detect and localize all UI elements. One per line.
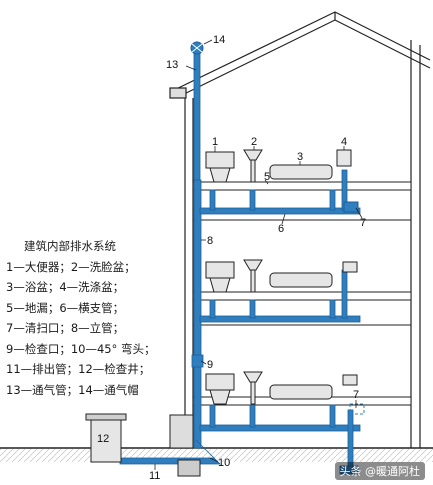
callout-1: 1 <box>212 136 218 148</box>
fixtures <box>205 149 358 405</box>
building-sewer <box>119 439 221 465</box>
legend-line: 1—大便器；2—洗脸盆； <box>6 259 136 274</box>
foundation <box>177 459 201 477</box>
callout-2: 2 <box>251 136 257 148</box>
legend-line: 13—通气管；14—通气帽 <box>6 382 139 397</box>
soil-stack <box>191 179 204 449</box>
legend-line: 3—浴盆；4—洗涤盆； <box>6 280 125 294</box>
callout-7b: 7 <box>353 389 359 401</box>
legend-title: 建筑内部排水系统 <box>24 239 116 253</box>
callout-12: 12 <box>97 433 109 445</box>
callout-5: 5 <box>264 171 270 183</box>
callout-4: 4 <box>341 136 347 148</box>
callout-14: 14 <box>213 34 225 46</box>
callouts <box>154 39 363 470</box>
legend: 建筑内部排水系统 1—大便器；2—洗脸盆； 3—浴盆；4—洗涤盆； 5—地漏；6… <box>6 236 184 400</box>
watermark: 头条 @暖通阿杜 <box>334 462 425 480</box>
roof <box>169 11 431 99</box>
callout-10: 10 <box>218 457 230 469</box>
cleanout <box>343 201 365 415</box>
legend-line: 11—排出管；12—检查井； <box>6 362 151 376</box>
callout-6: 6 <box>278 223 284 235</box>
callout-3: 3 <box>297 151 303 163</box>
callout-11: 11 <box>149 470 160 482</box>
legend-line: 7—清扫口；8—立管； <box>6 321 125 335</box>
inspection-well <box>85 413 127 463</box>
legend-line: 5—地漏；6—横支管； <box>6 300 125 315</box>
floor-slabs <box>192 181 412 406</box>
ground <box>0 414 433 462</box>
building-walls <box>184 40 421 448</box>
callout-8: 8 <box>207 235 213 247</box>
callout-7a: 7 <box>360 217 366 229</box>
callout-numbers: 1 2 3 4 5 6 7 8 9 7 10 11 12 13 14 <box>97 34 366 482</box>
legend-line: 9—检查口；10—45° 弯头； <box>6 341 156 356</box>
branch-pipes <box>199 169 361 475</box>
callout-9: 9 <box>207 359 213 371</box>
callout-13: 13 <box>166 59 178 71</box>
